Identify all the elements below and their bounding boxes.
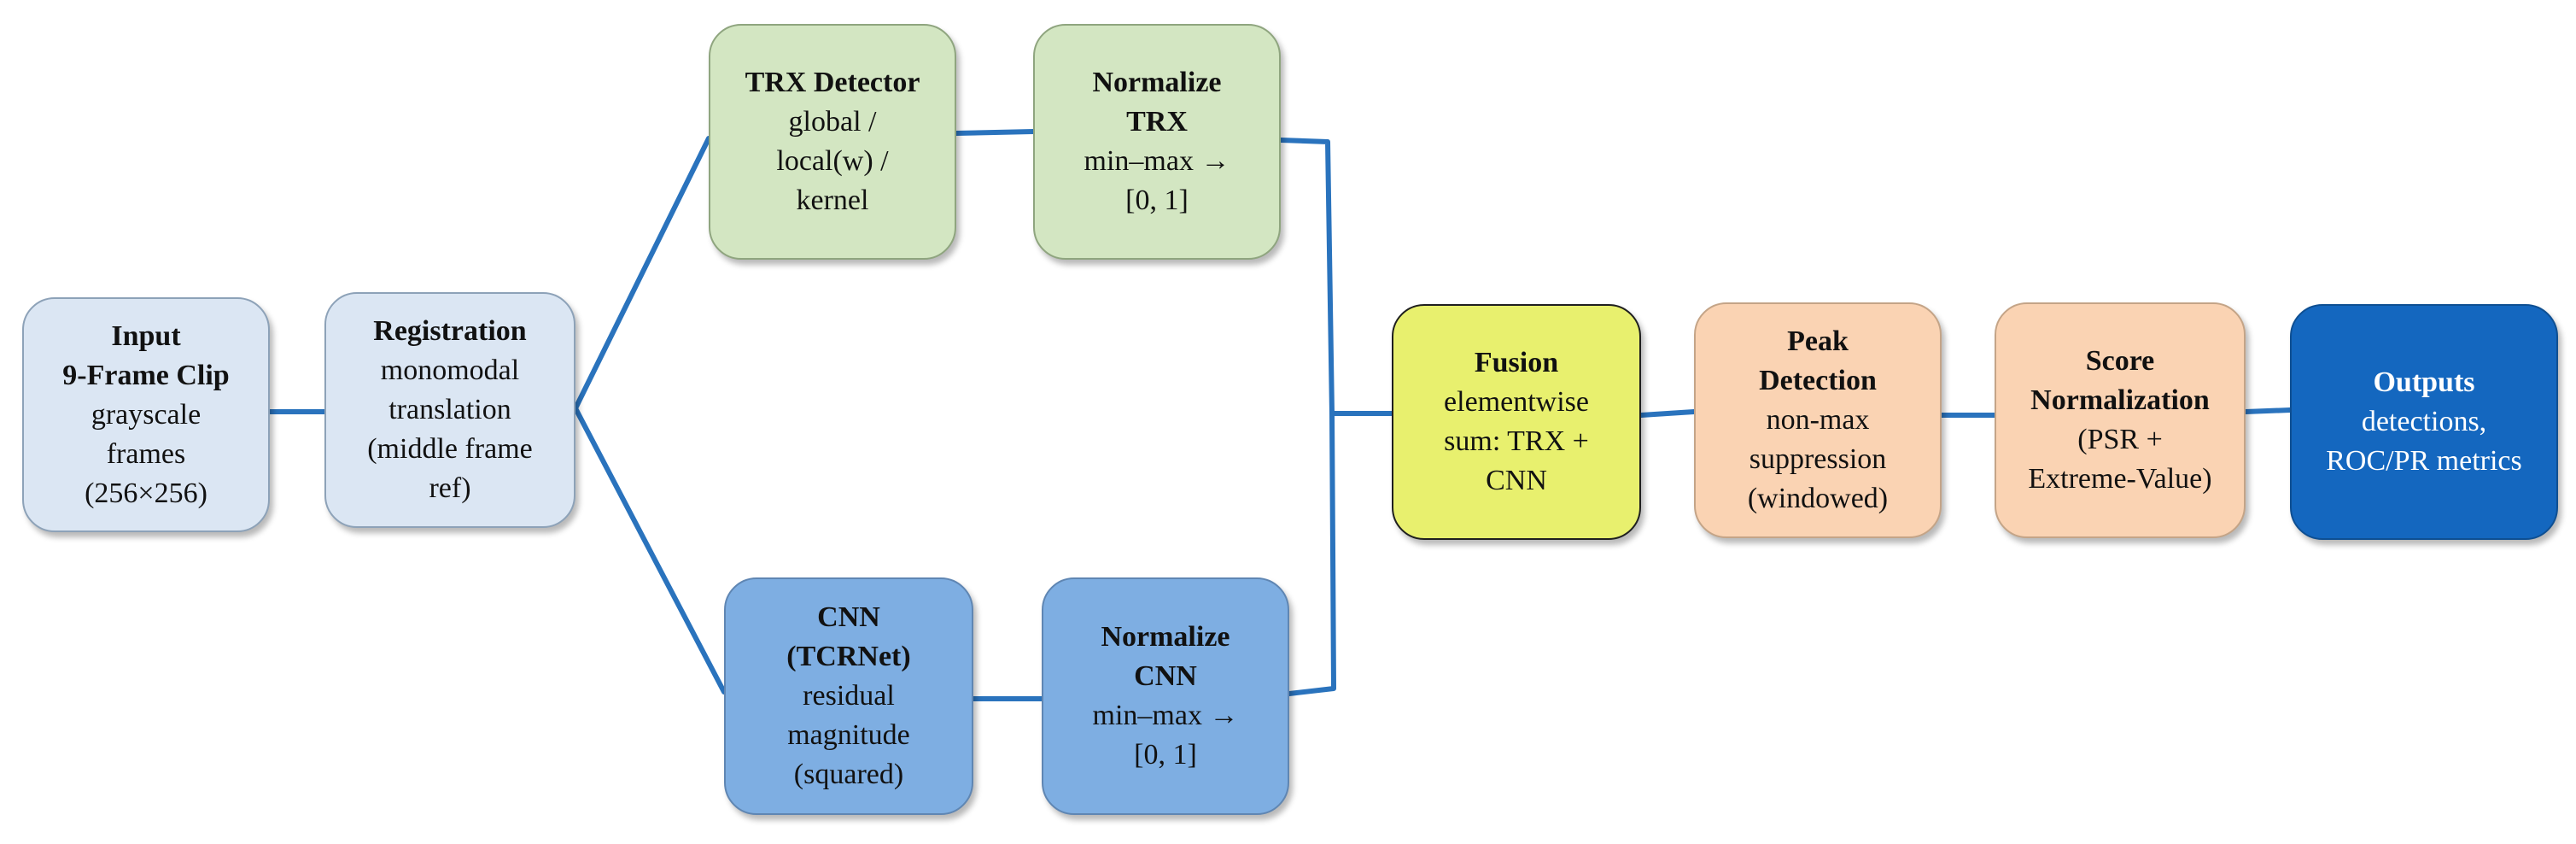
- trx-detector-line-3: kernel: [796, 185, 869, 216]
- cnn-line-3: (squared): [793, 759, 904, 790]
- input-line-3: (256×256): [85, 477, 207, 509]
- registration-line-3: (middle frame: [367, 433, 533, 465]
- normalize-trx-title-1: Normalize: [1092, 67, 1222, 98]
- fusion-node: Fusion elementwise sum: TRX + CNN: [1392, 304, 1641, 540]
- normalize-cnn-node: Normalize CNN min–max → [0, 1]: [1042, 577, 1289, 815]
- edge-registration-to-trx: [573, 136, 711, 411]
- normalize-cnn-title-1: Normalize: [1101, 621, 1230, 653]
- normalize-cnn-title-2: CNN: [1134, 660, 1197, 692]
- trx-detector-node: TRX Detector global / local(w) / kernel: [709, 24, 956, 260]
- score-normalization-title-1: Score: [2085, 345, 2155, 377]
- cnn-line-2: magnitude: [787, 719, 910, 751]
- score-normalization-node: Score Normalization (PSR + Extreme-Value…: [1995, 302, 2246, 538]
- edge-registration-to-cnn: [573, 406, 727, 695]
- outputs-line-1: detections,: [2361, 406, 2487, 437]
- outputs-node: Outputs detections, ROC/PR metrics: [2290, 304, 2558, 540]
- edge-fusion-to-peak: [1638, 409, 1697, 418]
- score-normalization-title-2: Normalization: [2030, 384, 2210, 416]
- fusion-line-2: sum: TRX +: [1444, 425, 1589, 457]
- input-node: Input 9-Frame Clip grayscale frames (256…: [22, 297, 270, 532]
- fusion-line-1: elementwise: [1444, 386, 1589, 418]
- outputs-line-2: ROC/PR metrics: [2326, 445, 2522, 477]
- trx-detector-line-2: local(w) /: [776, 145, 889, 177]
- cnn-title-2: (TCRNet): [786, 641, 911, 672]
- peak-detection-line-1: non-max: [1766, 404, 1870, 436]
- input-title-2: 9-Frame Clip: [62, 359, 230, 391]
- input-line-1: grayscale: [91, 398, 202, 431]
- registration-title: Registration: [373, 315, 527, 347]
- cnn-title-1: CNN: [817, 601, 880, 633]
- normalize-trx-line-1: min–max →: [1084, 145, 1230, 177]
- score-normalization-line-1: (PSR +: [2077, 424, 2163, 455]
- trx-detector-line-1: global /: [788, 106, 877, 138]
- outputs-title: Outputs: [2373, 366, 2475, 398]
- registration-line-4: ref): [429, 472, 471, 504]
- peak-detection-line-2: suppression: [1749, 443, 1887, 475]
- registration-line-2: translation: [388, 394, 511, 425]
- fusion-line-3: CNN: [1486, 465, 1547, 496]
- cnn-line-1: residual: [803, 680, 895, 712]
- peak-detection-node: Peak Detection non-max suppression (wind…: [1694, 302, 1942, 538]
- normalize-cnn-line-1: min–max →: [1092, 700, 1239, 731]
- edge-trx-to-normalize-trx: [954, 129, 1036, 136]
- edge-normalize-cnn-to-fusion: [1287, 411, 1336, 696]
- peak-detection-title-1: Peak: [1787, 325, 1849, 357]
- peak-detection-line-3: (windowed): [1747, 483, 1889, 514]
- input-line-2: frames: [106, 437, 186, 470]
- fusion-title: Fusion: [1474, 347, 1559, 378]
- trx-detector-title: TRX Detector: [745, 67, 920, 98]
- edge-normalize-trx-to-fusion: [1278, 138, 1394, 416]
- registration-line-1: monomodal: [380, 355, 520, 386]
- cnn-node: CNN (TCRNet) residual magnitude (squared…: [724, 577, 973, 815]
- registration-node: Registration monomodal translation (midd…: [324, 292, 575, 528]
- edge-score-to-outputs: [2243, 407, 2293, 414]
- normalize-trx-line-2: [0, 1]: [1125, 185, 1189, 216]
- normalize-trx-node: Normalize TRX min–max → [0, 1]: [1033, 24, 1281, 260]
- score-normalization-line-2: Extreme-Value): [2028, 463, 2212, 495]
- input-title-1: Input: [111, 319, 181, 352]
- normalize-trx-title-2: TRX: [1126, 106, 1188, 138]
- normalize-cnn-line-2: [0, 1]: [1134, 739, 1197, 771]
- peak-detection-title-2: Detection: [1759, 365, 1877, 396]
